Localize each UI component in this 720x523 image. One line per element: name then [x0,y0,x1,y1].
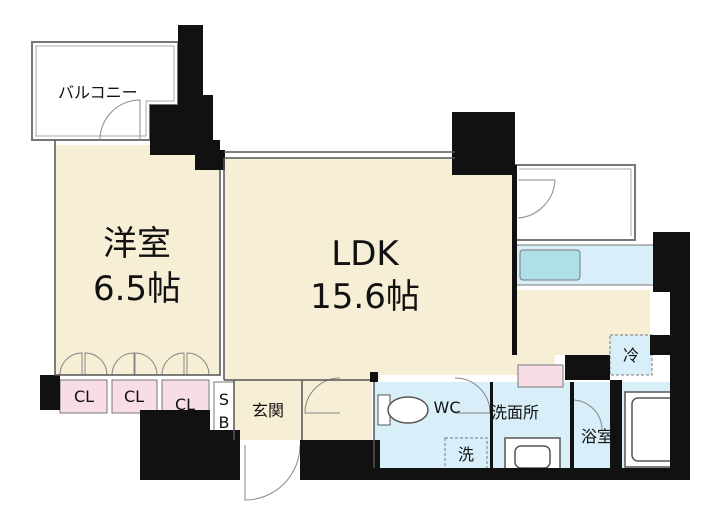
closet-label-3: CL [175,395,195,414]
washbasin [504,437,561,474]
service-balcony [515,164,636,241]
closet-1 [59,379,108,414]
fridge-space [609,334,653,376]
closet-label-1: CL [74,387,94,406]
entrance-floor [234,380,302,440]
western-room-size: 6.5帖 [93,269,181,309]
bathroom-label: 浴室 [581,427,613,446]
washroom-label: 洗面所 [491,403,539,422]
kitchen-sink [519,249,581,281]
doors [99,99,603,501]
interior-lines [54,140,455,468]
hall-floor [302,378,372,440]
shoe-box-label-s: S [219,390,229,409]
entrance-label: 玄関 [252,401,284,420]
western-room-floor [55,145,220,375]
washer-label: 洗 [458,445,474,464]
room-floors [55,145,687,470]
closets [59,379,235,435]
wall-top-right-column [452,112,515,175]
wall-top-column [178,25,203,105]
toilet-fixture [377,394,429,426]
washer-space [444,437,488,471]
toilet-label: WC [434,398,461,417]
wall-right-column [653,232,690,292]
closet-doors [59,352,210,376]
ldk-name: LDK [331,234,400,274]
closet-label-2: CL [124,387,144,406]
closet-2 [111,379,158,414]
western-room-name: 洋室 [103,224,171,264]
ldk-size: 15.6帖 [310,277,420,317]
shoe-box-label-b: B [219,413,230,432]
fridge-label: 冷 [623,346,639,365]
pink-cabinet [517,364,564,388]
ldk-floor [224,158,650,380]
walls [40,25,690,480]
balcony-label: バルコニー [58,83,138,102]
